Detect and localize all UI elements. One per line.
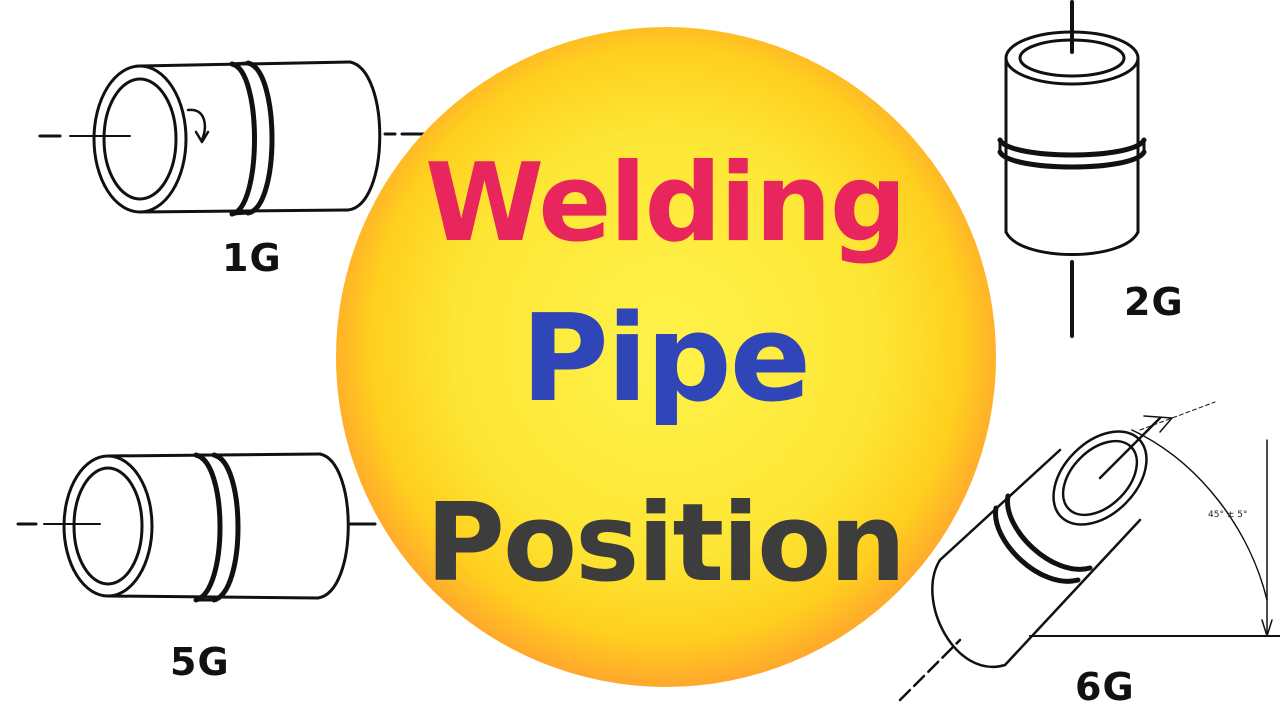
pipe-5g [16, 452, 377, 603]
label-2g: 2G [1124, 280, 1184, 324]
angle-annotation: 45° ± 5° [1208, 510, 1248, 520]
label-1g: 1G [222, 236, 282, 280]
pipe-6g [898, 401, 1280, 702]
pipe-2g [997, 0, 1147, 338]
title-welding: Welding [424, 141, 907, 266]
pipe-1g [38, 60, 427, 217]
title-badge-circle [336, 27, 996, 687]
title-position: Position [425, 481, 906, 606]
label-6g: 6G [1075, 665, 1135, 709]
title-pipe: Pipe [520, 290, 811, 429]
label-5g: 5G [170, 640, 230, 684]
